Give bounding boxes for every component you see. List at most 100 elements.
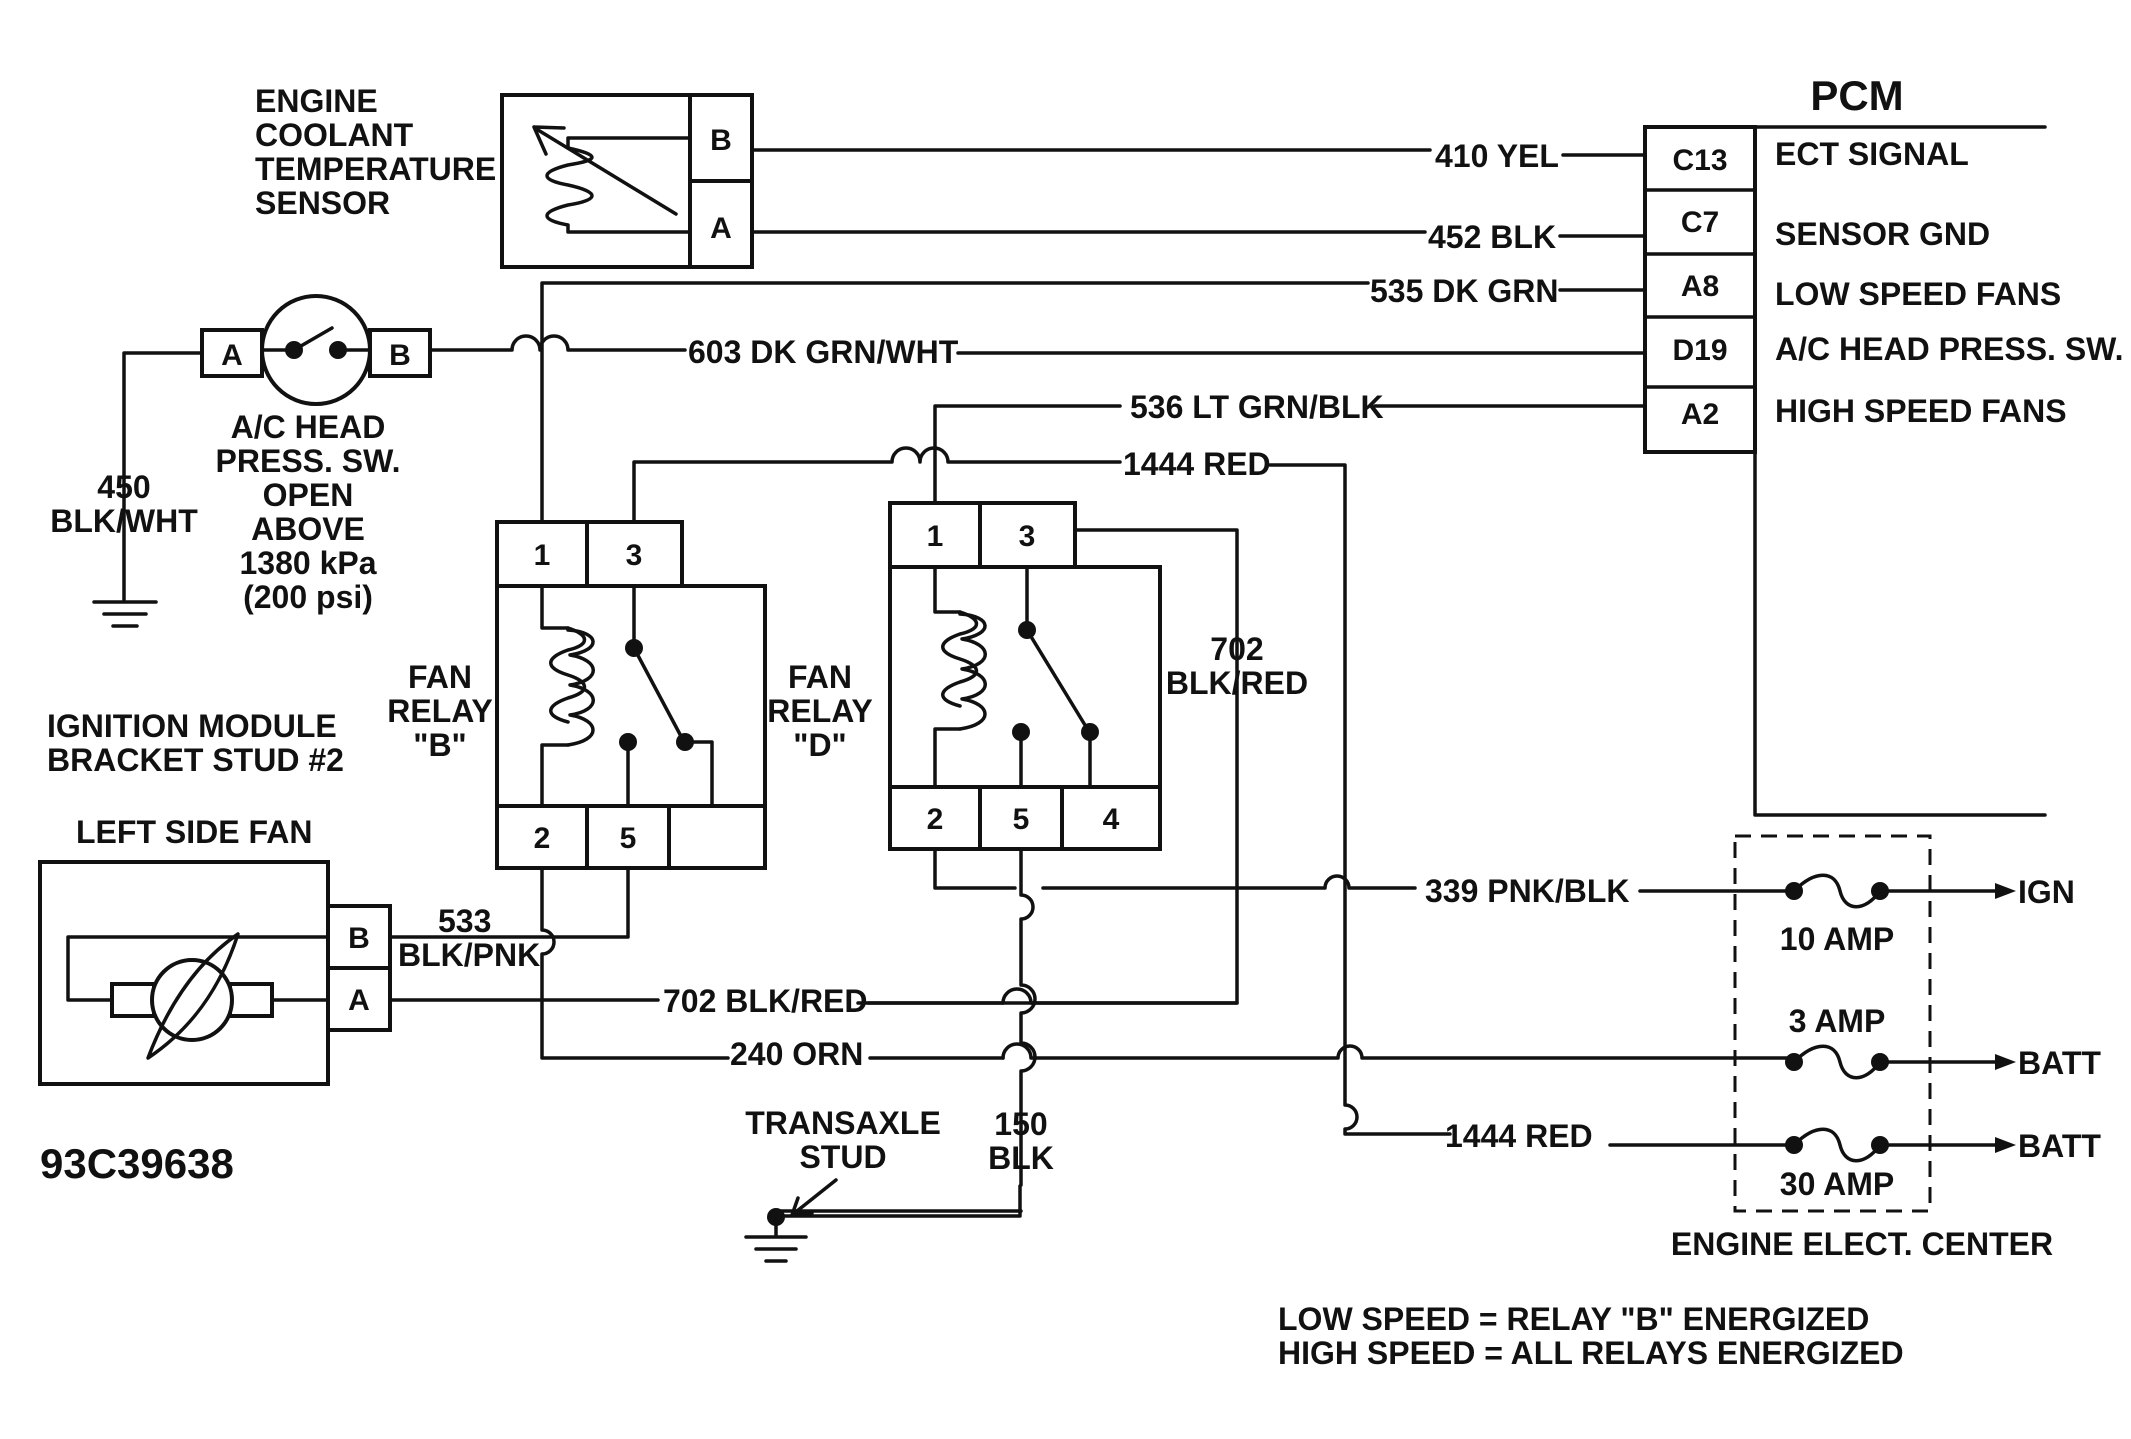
wire-702-to-fan xyxy=(388,998,1005,1005)
pcm: PCM C13 C7 A8 D19 A2 ECT SIGNAL SENSOR G… xyxy=(1643,72,2124,817)
wire-535-dk-grn xyxy=(540,281,1647,534)
ac-switch-pin-b: B xyxy=(389,339,411,372)
engine-elect-center: 10 AMP 3 AMP 30 AMP IGN BATT BATT ENGINE… xyxy=(1671,834,2101,1262)
relay-d-armature xyxy=(1025,628,1090,732)
fuse-10-label: 10 AMP xyxy=(1780,921,1894,957)
relay-b-pin-1: 1 xyxy=(534,539,551,572)
relay-d-body xyxy=(888,565,1162,789)
note-low-speed: LOW SPEED = RELAY "B" ENERGIZED xyxy=(1278,1301,1869,1337)
ac-switch-label-5: 1380 kPa xyxy=(239,545,376,581)
wire-452-label: 452 BLK xyxy=(1428,219,1556,255)
ac-switch-label-1: A/C HEAD xyxy=(231,409,386,445)
wire-603-label: 603 DK GRN/WHT xyxy=(688,334,959,370)
left-fan-pin-a: A xyxy=(348,984,370,1017)
ect-pin-a-box xyxy=(688,179,754,269)
wire-533-blk-pnk xyxy=(388,866,630,939)
relay-d-pin-1-box xyxy=(888,501,982,569)
ect-label-line4: SENSOR xyxy=(255,185,390,221)
thermistor-resistor xyxy=(545,136,692,234)
wire-410-yel xyxy=(750,148,1647,157)
wire-533-label-bottom: BLK/PNK xyxy=(398,937,540,973)
relay-d-contact-leads xyxy=(1019,730,1092,789)
wire-150-to-ground xyxy=(774,1184,1022,1218)
relay-d-coil-top-lead xyxy=(933,565,962,614)
relay-d-coil-inner xyxy=(958,612,987,731)
relay-b-pin-5: 5 xyxy=(620,822,637,855)
ground-symbol-transaxle xyxy=(744,1215,808,1263)
pcm-title: PCM xyxy=(1810,72,1903,119)
relay-d-coil-outer xyxy=(941,610,979,708)
ac-switch-blade xyxy=(292,326,334,352)
relay-b-contact-leads xyxy=(626,740,714,808)
ac-switch-label-6: (200 psi) xyxy=(243,579,373,615)
wire-536-label: 536 LT GRN/BLK xyxy=(1130,389,1384,425)
output-batt-1: BATT xyxy=(2018,1045,2101,1081)
relay-b-pin-3: 3 xyxy=(626,539,643,572)
wire-150-label-bottom: BLK xyxy=(988,1140,1054,1176)
relay-b-body xyxy=(495,584,767,808)
note-high-speed: HIGH SPEED = ALL RELAYS ENERGIZED xyxy=(1278,1335,1904,1371)
wire-702-label-top: 702 xyxy=(1210,631,1263,667)
relay-d-pin-3: 3 xyxy=(1019,520,1036,553)
wire-150-label-top: 150 xyxy=(994,1106,1047,1142)
left-side-fan: IGNITION MODULE BRACKET STUD #2 LEFT SID… xyxy=(38,708,1005,1086)
wire-702-label-mid: 702 BLK/RED xyxy=(663,983,868,1019)
wiring-to-pcm: 410 YEL 452 BLK 535 DK GRN 603 DK GRN/WH… xyxy=(428,138,1647,534)
output-batt-2: BATT xyxy=(2018,1128,2101,1164)
relay-d-coil-bottom-lead xyxy=(933,727,962,789)
relay-b-label-2: RELAY xyxy=(387,693,493,729)
wire-1444-label-top: 1444 RED xyxy=(1123,446,1271,482)
relay-b-coil-bottom-lead xyxy=(540,743,570,808)
thermistor-arrow-head xyxy=(532,125,566,156)
fan-relay-d: FAN RELAY "D" 1 3 2 5 4 702 BLK/RED xyxy=(767,501,1308,1005)
pcm-func-ac-head-press: A/C HEAD PRESS. SW. xyxy=(1775,331,2124,367)
left-fan-title: LEFT SIDE FAN xyxy=(76,814,312,850)
ac-pressure-switch: A B A/C HEAD PRESS. SW. OPEN ABOVE 1380 … xyxy=(50,294,432,628)
relay-d-pin-1: 1 xyxy=(927,520,944,553)
fuse-3-label: 3 AMP xyxy=(1789,1003,1886,1039)
ground-450-number: 450 xyxy=(97,469,150,505)
pcm-func-high-speed-fans: HIGH SPEED FANS xyxy=(1775,393,2067,429)
batt-arrow-icon-1 xyxy=(1995,1054,2016,1070)
wire-339-label: 339 PNK/BLK xyxy=(1425,873,1630,909)
wiring-to-fuses: 339 PNK/BLK 150 BLK 1444 RED xyxy=(772,847,1796,1218)
left-fan-internal-wiring xyxy=(66,935,330,1002)
relay-d-pin-5: 5 xyxy=(1013,803,1030,836)
ect-label-line2: COOLANT xyxy=(255,117,414,153)
ground-450-color: BLK/WHT xyxy=(50,503,198,539)
ect-pin-a: A xyxy=(710,212,732,245)
ignition-label-1: IGNITION MODULE xyxy=(47,708,337,744)
relay-d-label-3: "D" xyxy=(793,727,846,763)
ignition-label-2: BRACKET STUD #2 xyxy=(47,742,344,778)
fuse-30-element xyxy=(1792,1127,1882,1163)
left-fan-motor xyxy=(150,958,234,1042)
transaxle-label-1: TRANSAXLE xyxy=(745,1105,941,1141)
wire-452-blk xyxy=(750,230,1647,238)
thermistor-arrow-line xyxy=(536,128,678,216)
relay-b-label-1: FAN xyxy=(408,659,472,695)
figure-id: 93C39638 xyxy=(40,1140,234,1187)
ac-switch-pin-a: A xyxy=(221,339,243,372)
wire-702-label-bottom: BLK/RED xyxy=(1166,665,1308,701)
ign-arrow-icon xyxy=(1995,883,2016,899)
pcm-pin-a8: A8 xyxy=(1681,270,1719,303)
relay-b-coil-outer xyxy=(549,626,587,724)
relay-b-coil-top-lead xyxy=(540,584,570,630)
relay-d-label-1: FAN xyxy=(788,659,852,695)
ect-sensor: ENGINE COOLANT TEMPERATURE SENSOR B A xyxy=(255,83,754,269)
wire-450-to-ground xyxy=(122,351,204,602)
wire-603-dk-grn-wht xyxy=(428,334,1647,355)
pcm-pin-c13: C13 xyxy=(1672,144,1727,177)
left-fan-motor-brush-left xyxy=(110,982,156,1018)
wire-240-label: 240 ORN xyxy=(730,1036,863,1072)
wire-410-label: 410 YEL xyxy=(1435,138,1559,174)
ect-pin-b: B xyxy=(710,124,732,157)
fuse-30-label: 30 AMP xyxy=(1780,1166,1894,1202)
relay-b-coil-inner xyxy=(566,628,595,747)
ac-switch-label-3: OPEN xyxy=(263,477,354,513)
relay-b-pin-1-box xyxy=(495,520,589,588)
fan-blade-icon xyxy=(146,932,240,1060)
transaxle-ground: TRANSAXLE STUD xyxy=(744,1105,941,1263)
